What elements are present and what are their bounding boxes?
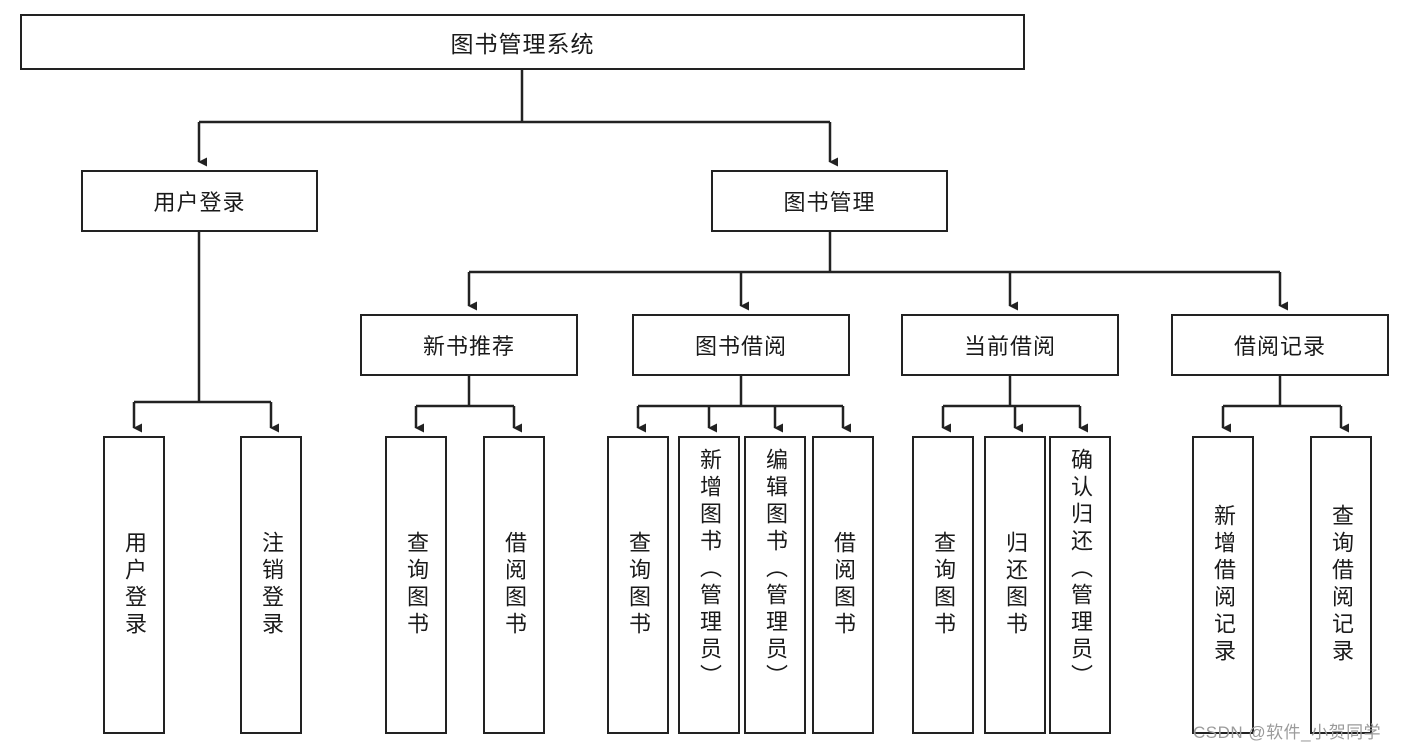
node-leaf-query-book-2[interactable]: 查询图书 xyxy=(607,436,669,734)
node-label: 用户登录 xyxy=(153,190,246,215)
node-label: 借阅图书 xyxy=(831,531,856,639)
node-leaf-borrow-book-2[interactable]: 借阅图书 xyxy=(812,436,874,734)
node-leaf-query-book-3[interactable]: 查询图书 xyxy=(912,436,974,734)
node-label: 查询图书 xyxy=(626,531,651,639)
node-label: 图书借阅 xyxy=(694,334,787,359)
node-leaf-add-book-admin[interactable]: 新增图书（管理员） xyxy=(678,436,740,734)
node-label: 新增借阅记录 xyxy=(1211,504,1236,666)
node-leaf-logout[interactable]: 注销登录 xyxy=(240,436,302,734)
node-new-book-recommend[interactable]: 新书推荐 xyxy=(360,314,578,376)
node-leaf-borrow-book-1[interactable]: 借阅图书 xyxy=(483,436,545,734)
node-book-manage[interactable]: 图书管理 xyxy=(711,170,948,232)
node-label: 确认归还（管理员） xyxy=(1068,448,1093,691)
node-label: 借阅图书 xyxy=(502,531,527,639)
node-label: 注销登录 xyxy=(259,531,284,639)
node-label: 用户登录 xyxy=(122,531,147,639)
node-leaf-edit-book-admin[interactable]: 编辑图书（管理员） xyxy=(744,436,806,734)
node-label: 图书管理系统 xyxy=(450,31,595,57)
node-label: 借阅记录 xyxy=(1233,334,1326,359)
node-leaf-user-login[interactable]: 用户登录 xyxy=(103,436,165,734)
node-user-login[interactable]: 用户登录 xyxy=(81,170,318,232)
node-label: 图书管理 xyxy=(783,190,876,215)
node-label: 查询图书 xyxy=(404,531,429,639)
node-book-borrow[interactable]: 图书借阅 xyxy=(632,314,850,376)
node-label: 新增图书（管理员） xyxy=(697,448,722,691)
node-current-borrow[interactable]: 当前借阅 xyxy=(901,314,1119,376)
node-leaf-add-borrow-rec[interactable]: 新增借阅记录 xyxy=(1192,436,1254,734)
node-label: 当前借阅 xyxy=(963,334,1056,359)
node-label: 查询借阅记录 xyxy=(1329,504,1354,666)
node-label: 查询图书 xyxy=(931,531,956,639)
node-label: 归还图书 xyxy=(1003,531,1028,639)
node-borrow-record[interactable]: 借阅记录 xyxy=(1171,314,1389,376)
node-root[interactable]: 图书管理系统 xyxy=(20,14,1025,70)
node-leaf-confirm-return[interactable]: 确认归还（管理员） xyxy=(1049,436,1111,734)
node-leaf-return-book[interactable]: 归还图书 xyxy=(984,436,1046,734)
node-leaf-query-borrow-rec[interactable]: 查询借阅记录 xyxy=(1310,436,1372,734)
node-label: 新书推荐 xyxy=(422,334,515,359)
node-label: 编辑图书（管理员） xyxy=(763,448,788,691)
node-leaf-query-book-1[interactable]: 查询图书 xyxy=(385,436,447,734)
csdn-watermark: CSDN @软件_小贺同学 xyxy=(1193,723,1382,742)
